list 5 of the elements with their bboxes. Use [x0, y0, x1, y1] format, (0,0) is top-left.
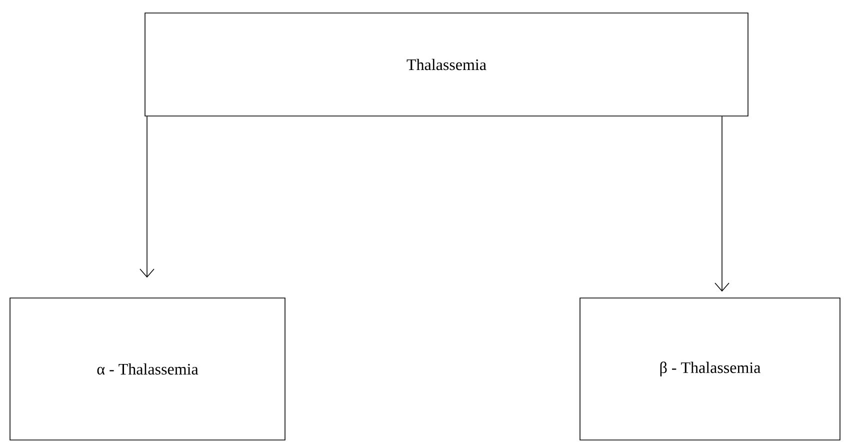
- arrow: [714, 116, 730, 292]
- box: Thalassemia: [144, 12, 748, 116]
- arrow: [140, 116, 154, 278]
- box: β - Thalassemia: [580, 298, 840, 440]
- box: α - Thalassemia: [10, 298, 286, 440]
